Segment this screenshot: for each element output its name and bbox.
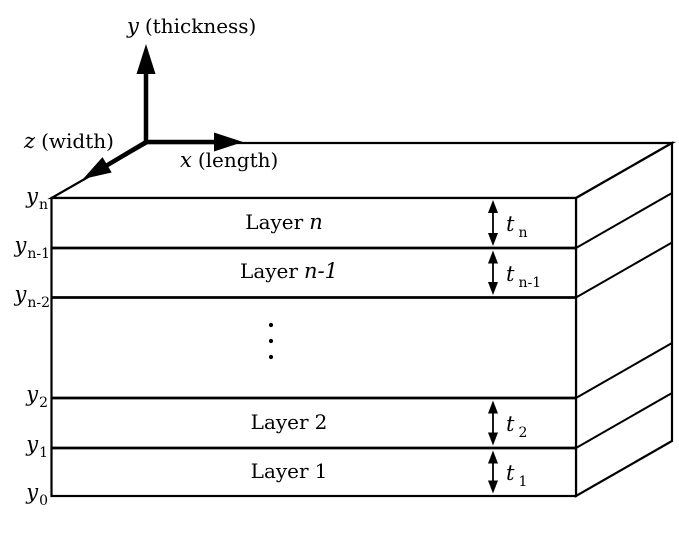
- coordinate-label-y1: y1: [25, 432, 48, 461]
- ellipsis-dot: [268, 338, 274, 344]
- z-axis-label: z(width): [23, 129, 114, 153]
- y-axis-label: y(thickness): [126, 14, 256, 38]
- side-boundary-line-yn2: [575, 241, 673, 299]
- z-axis-arrowhead-icon: [83, 157, 112, 179]
- coordinate-label-y2: y2: [25, 382, 48, 411]
- thickness-arrow-tn1: [488, 250, 498, 295]
- coordinate-label-yn2: yn-2: [13, 282, 50, 311]
- x-axis-arrowhead-icon: [214, 132, 243, 152]
- box-top-face: [47, 141, 677, 200]
- thickness-arrow-t1: [488, 450, 498, 494]
- coordinate-label-yn1: yn-1: [13, 233, 50, 262]
- box-front-face: [50, 196, 578, 498]
- box-side-face: [574, 141, 674, 498]
- coordinate-label-y0: y0: [25, 480, 48, 509]
- coordinate-label-yn: yn: [25, 184, 48, 213]
- ellipsis-dot: [268, 322, 274, 328]
- side-boundary-line-y1: [575, 392, 673, 449]
- x-axis-label: x(length): [180, 148, 278, 172]
- y-axis-arrowhead-icon: [136, 44, 156, 74]
- ellipsis-dot: [268, 354, 274, 360]
- side-boundary-line-yn1: [575, 192, 673, 249]
- side-boundary-line-y2: [575, 342, 673, 399]
- thickness-arrow-t2: [488, 400, 498, 446]
- thickness-arrow-tn: [488, 200, 498, 246]
- z-axis-line: [103, 140, 148, 169]
- vertical-ellipsis: [268, 322, 274, 360]
